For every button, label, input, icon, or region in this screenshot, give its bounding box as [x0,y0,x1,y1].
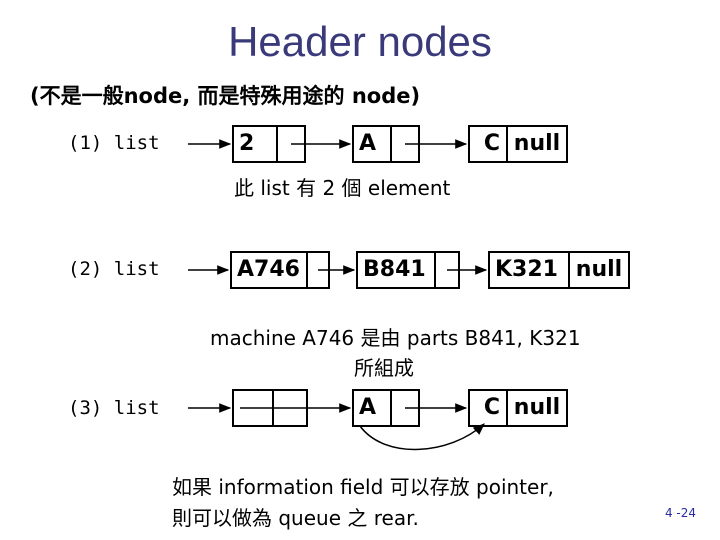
caption-2-line1: machine A746 是由 parts B841, K321 [210,326,581,350]
list-label-1: (1) list [68,132,160,154]
null-link-3: null [506,389,568,427]
null-link-1: null [506,125,568,163]
caption-3-line1: 如果 information field 可以存放 pointer, [172,475,554,499]
null-link-2: null [568,251,630,289]
list-label-3: (3) list [68,397,160,419]
list-label-2: (2) list [68,258,160,280]
page-number: 4 -24 [664,506,696,520]
caption-2-line2: 所組成 [354,356,414,380]
page-title: Header nodes [228,18,492,65]
subtitle: (不是一般node, 而是特殊用途的 node) [30,84,421,108]
arrow-rear-pointer [359,423,485,451]
caption-1: 此 list 有 2 個 element [234,176,451,200]
caption-3-line2: 則可以做為 queue 之 rear. [172,506,419,530]
